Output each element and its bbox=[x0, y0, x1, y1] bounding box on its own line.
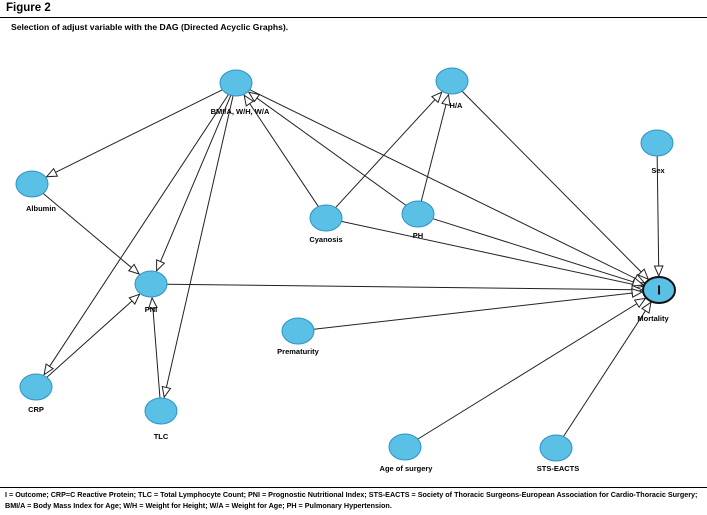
node-mortality-shape bbox=[642, 276, 676, 304]
node-age-shape bbox=[388, 433, 422, 461]
edge-ph-to-mortality bbox=[432, 218, 644, 286]
node-mortality: I Mortality bbox=[637, 276, 676, 323]
edge-crp-to-pni bbox=[46, 293, 140, 378]
node-tlc-shape bbox=[144, 397, 178, 425]
footnote: I = Outcome; CRP=C Reactive Protein; TLC… bbox=[5, 490, 698, 510]
arrowhead-ph-to-mortality bbox=[631, 277, 645, 287]
edge-bmi-to-tlc bbox=[163, 95, 234, 398]
arrowhead-age-to-mortality bbox=[633, 297, 647, 309]
node-cyanosis: Cyanosis bbox=[309, 204, 343, 244]
arrowhead-sts-to-mortality bbox=[641, 301, 652, 314]
arrowhead-cyanosis-to-bmi bbox=[243, 94, 255, 107]
arrowhead-prematurity-to-mortality bbox=[631, 288, 644, 299]
edges-layer bbox=[42, 89, 664, 440]
arrowhead-bmi-to-tlc bbox=[161, 385, 172, 399]
node-prematurity-shape bbox=[281, 317, 315, 345]
arrowhead-cyanosis-to-ha bbox=[430, 91, 443, 104]
arrowhead-crp-to-pni bbox=[128, 293, 141, 306]
edge-albumin-to-pni bbox=[42, 192, 140, 275]
edge-cyanosis-to-mortality bbox=[341, 220, 643, 287]
node-tlc: TLC bbox=[144, 397, 178, 441]
node-ph: PH bbox=[401, 200, 435, 240]
arrowhead-ha-to-mortality bbox=[637, 268, 650, 281]
node-prematurity-label: Prematurity bbox=[277, 347, 320, 356]
node-sts-shape bbox=[539, 434, 573, 462]
node-bmi-shape bbox=[219, 69, 253, 97]
node-sex-shape bbox=[640, 129, 674, 157]
footnote-rule bbox=[0, 487, 707, 488]
node-sex: Sex bbox=[640, 129, 674, 175]
node-ha: H/A bbox=[435, 67, 469, 110]
node-albumin-shape bbox=[15, 170, 49, 198]
node-bmi-label: BMI/A, W/H, W/A bbox=[211, 107, 270, 116]
arrowhead-bmi-to-crp bbox=[43, 363, 55, 376]
edge-age-to-mortality bbox=[417, 297, 646, 440]
node-crp-label: CRP bbox=[28, 405, 44, 414]
arrowhead-sex-to-mortality bbox=[653, 265, 664, 278]
node-crp: CRP bbox=[19, 373, 53, 414]
edge-bmi-to-pni bbox=[156, 95, 232, 271]
node-ha-shape bbox=[435, 67, 469, 95]
arrowhead-albumin-to-pni bbox=[127, 263, 141, 275]
node-pni-shape bbox=[134, 270, 168, 298]
node-prematurity: Prematurity bbox=[277, 317, 320, 356]
figure-subtitle: Selection of adjust variable with the DA… bbox=[11, 22, 289, 32]
edge-cyanosis-to-bmi bbox=[243, 94, 319, 207]
arrowhead-ph-to-ha bbox=[441, 93, 451, 107]
edge-prematurity-to-mortality bbox=[313, 291, 643, 330]
node-cyanosis-label: Cyanosis bbox=[309, 235, 342, 244]
node-ph-shape bbox=[401, 200, 435, 228]
node-age: Age of surgery bbox=[380, 433, 434, 473]
node-tlc-label: TLC bbox=[154, 432, 169, 441]
edge-bmi-to-mortality bbox=[249, 89, 645, 284]
arrowhead-tlc-to-pni bbox=[147, 296, 158, 309]
node-sex-label: Sex bbox=[651, 166, 665, 175]
edge-bmi-to-crp bbox=[43, 94, 229, 375]
node-bmi: BMI/A, W/H, W/A bbox=[211, 69, 270, 116]
edge-ha-to-mortality bbox=[461, 90, 649, 280]
edge-tlc-to-pni bbox=[151, 297, 161, 399]
edge-cyanosis-to-ha bbox=[335, 91, 443, 208]
node-cyanosis-shape bbox=[309, 204, 343, 232]
figure-title: Figure 2 bbox=[6, 2, 51, 14]
node-pni: PNI bbox=[134, 270, 168, 314]
node-pni-label: PNI bbox=[145, 305, 158, 314]
title-rule bbox=[0, 17, 707, 18]
edge-bmi-to-albumin bbox=[46, 89, 223, 178]
arrowhead-ph-to-bmi bbox=[247, 91, 261, 103]
node-sts-label: STS-EACTS bbox=[537, 464, 580, 473]
edge-ph-to-ha bbox=[420, 94, 449, 202]
edge-sts-to-mortality bbox=[563, 302, 652, 437]
node-albumin: Albumin bbox=[15, 170, 56, 213]
node-crp-shape bbox=[19, 373, 53, 401]
edge-sex-to-mortality bbox=[656, 155, 660, 277]
node-albumin-label: Albumin bbox=[26, 204, 56, 213]
edge-ph-to-bmi bbox=[248, 91, 407, 206]
edge-pni-to-mortality bbox=[166, 283, 643, 291]
node-sts: STS-EACTS bbox=[537, 434, 580, 473]
outcome-symbol: I bbox=[657, 283, 661, 298]
arrowhead-bmi-to-albumin bbox=[45, 167, 59, 178]
node-ha-label: H/A bbox=[450, 101, 464, 110]
node-mortality-label: Mortality bbox=[637, 314, 669, 323]
node-age-label: Age of surgery bbox=[380, 464, 434, 473]
node-ph-label: PH bbox=[413, 231, 423, 240]
arrowhead-bmi-to-pni bbox=[156, 259, 166, 272]
